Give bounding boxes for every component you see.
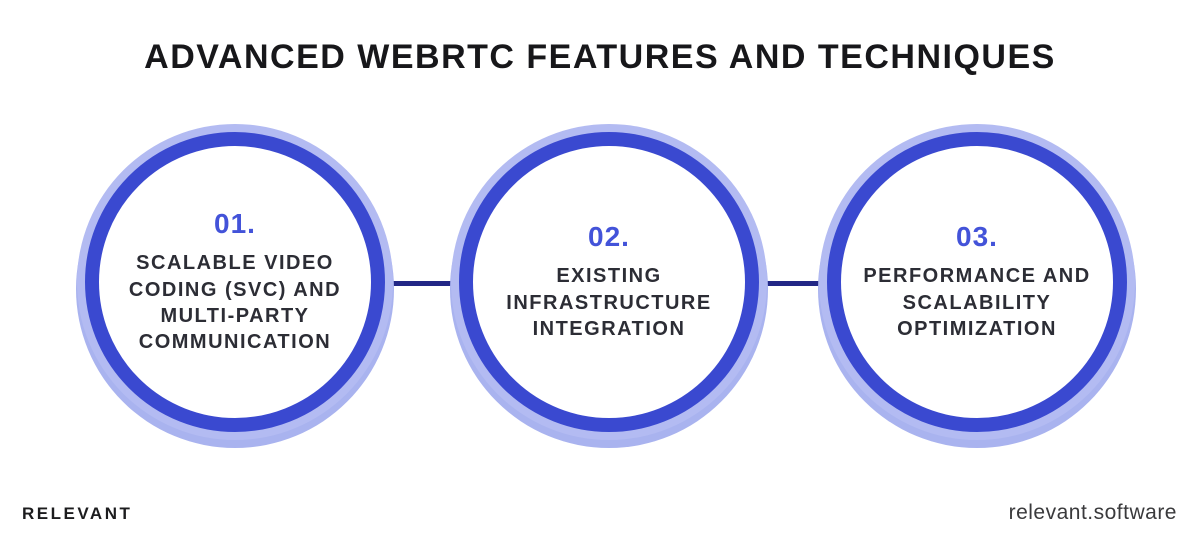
step-number-2: 02. — [588, 221, 630, 253]
step-circle-3: 03. PERFORMANCE AND SCALABILITY OPTIMIZA… — [827, 132, 1127, 432]
step-label-line: SCALABLE VIDEO — [136, 252, 334, 275]
connector-line-2 — [752, 281, 830, 286]
step-label-line: OPTIMIZATION — [897, 318, 1057, 341]
step-label-line: COMMUNICATION — [138, 331, 332, 354]
step-label-line: EXISTING — [556, 265, 662, 288]
step-label-2: EXISTING INFRASTRUCTURE INTEGRATION — [506, 263, 711, 342]
step-label-line: PERFORMANCE AND — [863, 265, 1091, 288]
connector-line-1 — [380, 281, 464, 286]
page-title: ADVANCED WEBRTC FEATURES AND TECHNIQUES — [144, 38, 1056, 76]
step-label-line: INTEGRATION — [532, 318, 686, 341]
step-number-1: 01. — [214, 208, 256, 240]
brand-logo: RELEVANT — [22, 504, 133, 523]
step-circle-2: 02. EXISTING INFRASTRUCTURE INTEGRATION — [459, 132, 759, 432]
step-label-line: MULTI-PARTY — [160, 305, 310, 327]
step-label-line: INFRASTRUCTURE — [506, 291, 712, 314]
step-label-line: CODING (SVC) AND — [128, 278, 342, 301]
step-number-3: 03. — [956, 221, 998, 253]
step-label-line: SCALABILITY — [902, 291, 1052, 314]
step-label-1: SCALABLE VIDEO CODING (SVC) AND MULTI-PA… — [129, 250, 341, 356]
website-text: relevant.software — [1008, 501, 1177, 524]
step-label-3: PERFORMANCE AND SCALABILITY OPTIMIZATION — [863, 263, 1090, 342]
step-circle-1: 01. SCALABLE VIDEO CODING (SVC) AND MULT… — [85, 132, 385, 432]
